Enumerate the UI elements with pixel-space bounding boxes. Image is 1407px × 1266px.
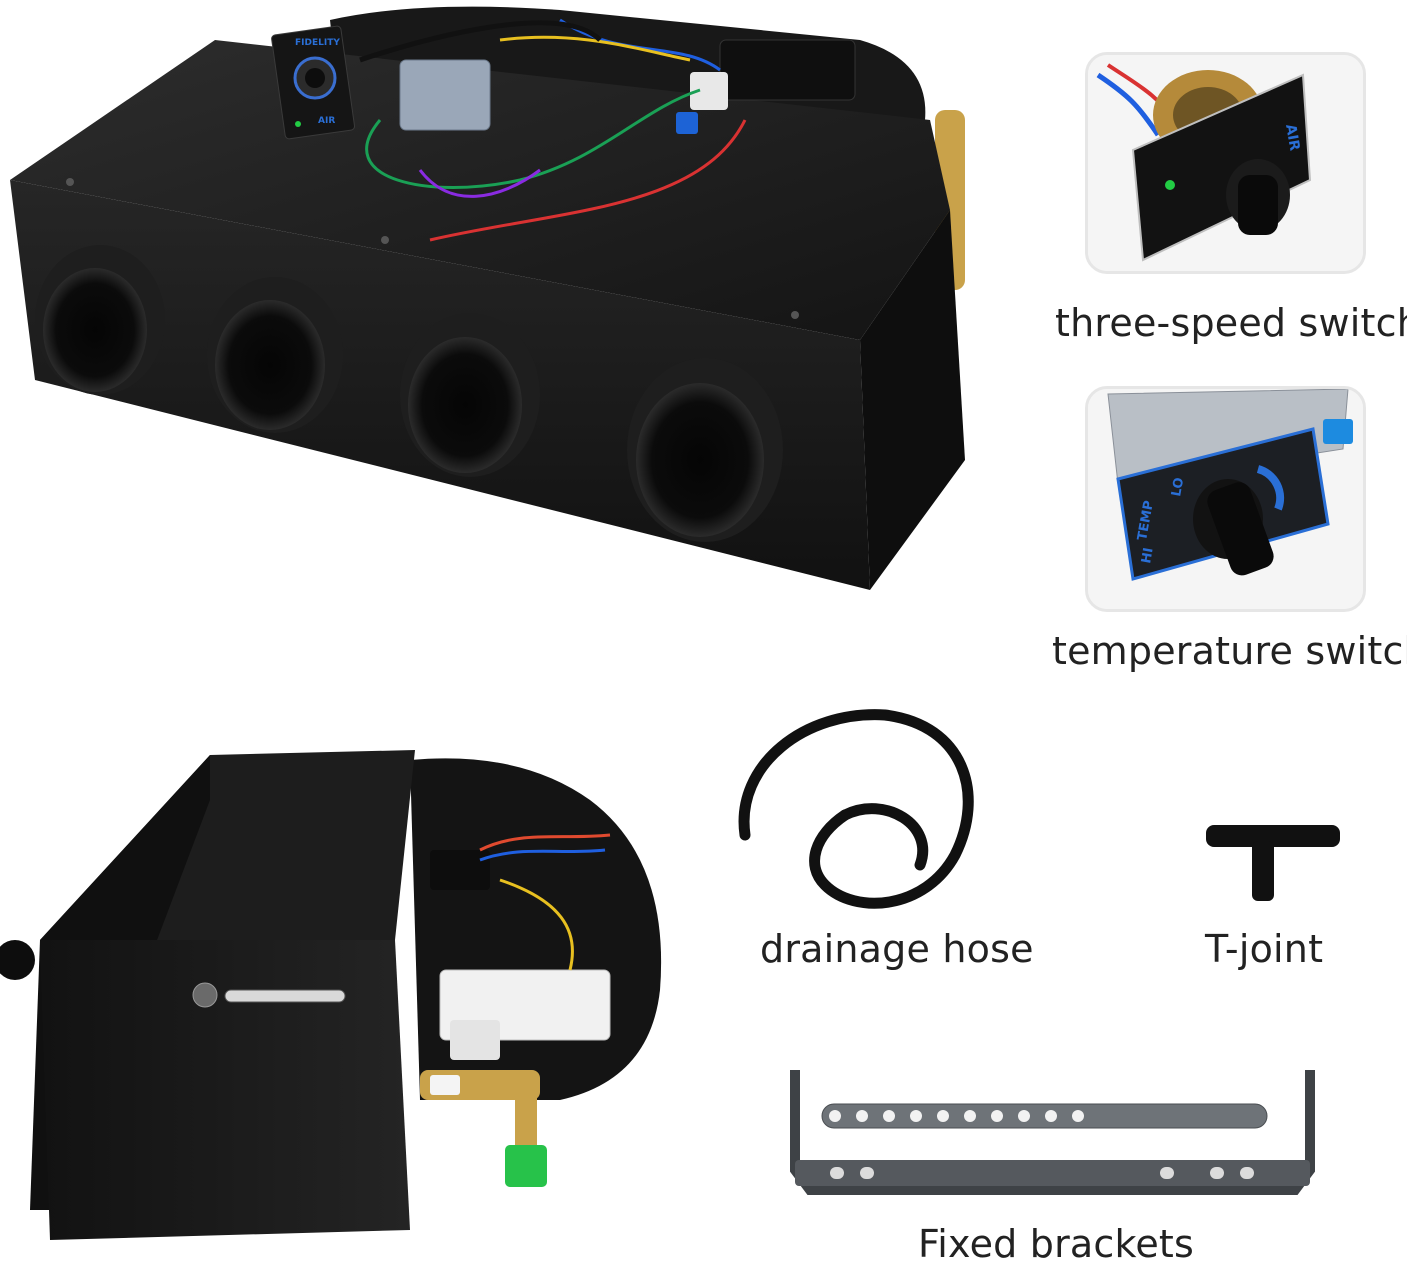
air-vent-2	[207, 277, 343, 433]
three-speed-switch-plate-on-unit: FIDELITY AIR	[271, 25, 356, 140]
fixed-brackets-caption: Fixed brackets	[918, 1222, 1194, 1266]
t-joint-caption: T-joint	[1205, 927, 1324, 971]
fidelity-label: FIDELITY	[295, 38, 340, 48]
hi-label: HI	[1139, 547, 1157, 565]
temperature-switch-card: TEMP LO HI	[1085, 386, 1366, 612]
heater-unit-main-image: FIDELITY AIR	[10, 6, 965, 590]
air-vent-3	[400, 313, 540, 477]
temperature-switch-caption: temperature switch	[1052, 629, 1407, 673]
three-speed-switch-card: AIR	[1085, 52, 1366, 274]
air-vent-1	[35, 245, 165, 395]
t-joint-image	[1206, 825, 1340, 901]
three-speed-switch-image: AIR	[1088, 55, 1363, 271]
drainage-hose-image	[738, 709, 974, 909]
three-speed-switch-caption: three-speed switch	[1055, 301, 1407, 345]
air-vent-4	[627, 358, 783, 542]
drainage-hose-caption: drainage hose	[760, 927, 1034, 971]
temp-label: TEMP	[1135, 499, 1157, 541]
fixed-brackets-image	[790, 1070, 1315, 1195]
lo-label: LO	[1169, 477, 1187, 498]
air-label-unit: AIR	[318, 116, 335, 126]
air-label: AIR	[1282, 123, 1302, 152]
heater-unit-side-image	[0, 750, 662, 1240]
temperature-switch-image: TEMP LO HI	[1088, 389, 1363, 609]
